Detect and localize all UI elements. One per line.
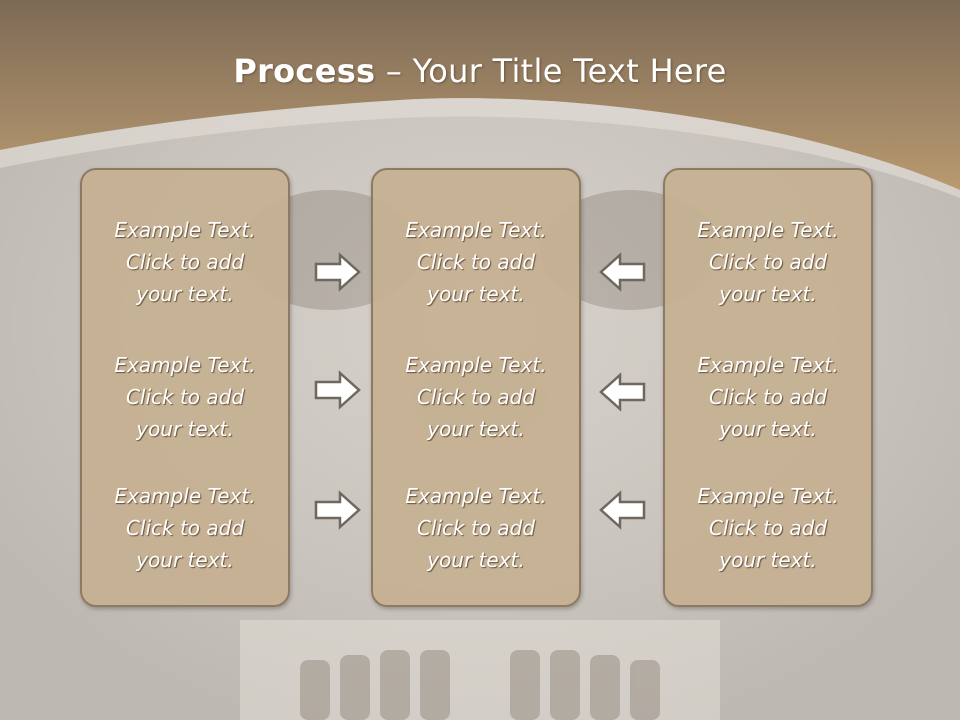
header-highlight <box>0 98 960 198</box>
center-text-box[interactable]: Example Text. Click to add your text. Ex… <box>371 168 581 607</box>
title-bold: Process <box>233 52 376 90</box>
right-arrow-icon <box>314 490 361 530</box>
text-placeholder[interactable]: Example Text. Click to add your text. <box>697 353 839 441</box>
title-rest: – Your Title Text Here <box>375 52 727 90</box>
text-placeholder[interactable]: Example Text. Click to add your text. <box>114 484 256 572</box>
text-placeholder[interactable]: Example Text. Click to add your text. <box>697 484 839 572</box>
text-placeholder[interactable]: Example Text. Click to add your text. <box>114 353 256 441</box>
text-placeholder[interactable]: Example Text. Click to add your text. <box>697 218 839 306</box>
left-arrow-icon <box>599 372 646 412</box>
text-placeholder[interactable]: Example Text. Click to add your text. <box>405 353 547 441</box>
left-arrow-icon <box>599 490 646 530</box>
right-text-box[interactable]: Example Text. Click to add your text. Ex… <box>663 168 873 607</box>
teeth-area <box>240 620 720 720</box>
text-placeholder[interactable]: Example Text. Click to add your text. <box>405 484 547 572</box>
right-arrow-icon <box>314 370 361 410</box>
left-arrow-icon <box>599 252 646 292</box>
text-placeholder[interactable]: Example Text. Click to add your text. <box>405 218 547 306</box>
text-placeholder[interactable]: Example Text. Click to add your text. <box>114 218 256 306</box>
slide-title[interactable]: Process – Your Title Text Here <box>0 52 960 90</box>
left-text-box[interactable]: Example Text. Click to add your text. Ex… <box>80 168 290 607</box>
header-band <box>0 0 960 190</box>
right-arrow-icon <box>314 252 361 292</box>
